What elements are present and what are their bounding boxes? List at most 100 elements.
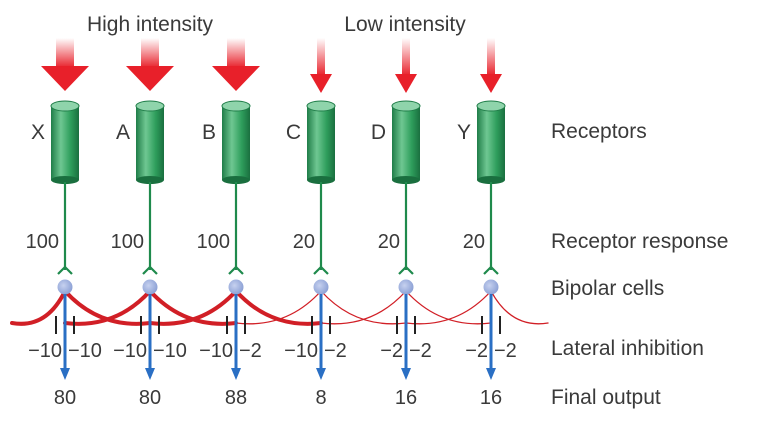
inhibition-left-value: −10 <box>113 340 147 362</box>
arrow-shaft <box>227 38 245 68</box>
receptor-top <box>476 100 506 112</box>
synapse-icon <box>313 265 329 275</box>
arrow-head <box>310 74 332 93</box>
receptor-bottom <box>477 176 505 184</box>
arrow-head <box>41 66 89 91</box>
arrow-head <box>212 66 260 91</box>
stimulus-arrow-icon <box>41 38 89 91</box>
synapse-icon <box>57 265 73 275</box>
lateral-inhibition-connections <box>10 289 549 326</box>
bipolar-cell-icon <box>398 279 414 295</box>
arrow-shaft <box>402 38 410 76</box>
inhibition-arc-right <box>490 290 549 325</box>
receptor-response-value: 20 <box>293 231 315 253</box>
inhibition-left-value: −10 <box>28 340 62 362</box>
inhibition-left-value: −2 <box>380 340 403 362</box>
inhibition-arc-left <box>148 289 238 326</box>
receptor-bottom <box>392 176 420 184</box>
arrow-shaft <box>56 38 74 68</box>
receptor-top <box>135 100 165 112</box>
final-output-value: 16 <box>480 387 502 409</box>
inhibition-right-value: −2 <box>409 340 432 362</box>
receptor-response-value: 100 <box>26 231 59 253</box>
row-label-receptors: Receptors <box>551 120 647 143</box>
inhibition-right-value: −2 <box>494 340 517 362</box>
row-label-bipolar-cells: Bipolar cells <box>551 277 664 300</box>
receptor-label: C <box>286 121 301 144</box>
receptor-columns: X100−10−1080A100−10−1080B100−10−288C20−1… <box>26 38 517 409</box>
receptor-icon <box>135 100 165 184</box>
inhibition-left-value: −10 <box>199 340 233 362</box>
synapse-icon <box>142 265 158 275</box>
receptor-label: B <box>202 121 216 144</box>
receptor-body <box>51 106 79 180</box>
final-output-value: 80 <box>139 387 161 409</box>
receptor-bottom <box>51 176 79 184</box>
bipolar-cell-icon <box>57 279 73 295</box>
synapse-icon <box>398 265 414 275</box>
receptor-response-value: 100 <box>197 231 230 253</box>
receptor-body <box>477 106 505 180</box>
inhibition-arc-left <box>405 290 492 325</box>
inhibition-arc-right <box>148 289 238 326</box>
output-arrow-icon <box>145 368 155 380</box>
receptor-top <box>306 100 336 112</box>
output-arrow-icon <box>486 368 496 380</box>
high-intensity-label: High intensity <box>87 13 214 36</box>
receptor-label: Y <box>457 121 471 144</box>
receptor-icon <box>476 100 506 184</box>
final-output-value: 16 <box>395 387 417 409</box>
receptor-top <box>391 100 421 112</box>
receptor-response-value: 100 <box>111 231 144 253</box>
inhibition-left-value: −2 <box>465 340 488 362</box>
synapse-icon <box>483 265 499 275</box>
inhibition-right-value: −10 <box>153 340 187 362</box>
receptor-top <box>221 100 251 112</box>
stimulus-arrow-icon <box>212 38 260 91</box>
receptor-body <box>307 106 335 180</box>
bipolar-cell-icon <box>228 279 244 295</box>
stimulus-arrow-icon <box>310 38 332 93</box>
row-label-receptor-response: Receptor response <box>551 230 728 253</box>
receptor-response-value: 20 <box>463 231 485 253</box>
stimulus-arrow-icon <box>480 38 502 93</box>
synapse-icon <box>228 265 244 275</box>
arrow-head <box>126 66 174 91</box>
receptor-label: A <box>116 121 130 144</box>
receptor-body <box>392 106 420 180</box>
inhibition-arc-left <box>235 290 322 325</box>
output-arrow-icon <box>316 368 326 380</box>
receptor-label: X <box>31 121 45 144</box>
row-label-final-output: Final output <box>551 386 661 409</box>
receptor-bottom <box>307 176 335 184</box>
inhibition-right-value: −10 <box>68 340 102 362</box>
arrow-shaft <box>487 38 495 76</box>
inhibition-arc-left <box>320 290 407 325</box>
receptor-icon <box>221 100 251 184</box>
column-d: D20−2−216 <box>371 38 432 409</box>
output-arrow-icon <box>401 368 411 380</box>
stimulus-arrow-icon <box>395 38 417 93</box>
inhibition-right-value: −2 <box>324 340 347 362</box>
column-c: C20−10−28 <box>284 38 347 409</box>
receptor-top <box>50 100 80 112</box>
output-arrow-icon <box>231 368 241 380</box>
column-a: A 100 −10 −10 80 <box>111 38 187 409</box>
arrow-shaft <box>141 38 159 68</box>
receptor-label: D <box>371 121 386 144</box>
inhibition-right-value: −2 <box>239 340 262 362</box>
bipolar-cell-icon <box>142 279 158 295</box>
receptor-body <box>222 106 250 180</box>
arrow-shaft <box>317 38 325 76</box>
receptor-icon <box>306 100 336 184</box>
column-b: B 100 −10 −2 88 <box>197 38 262 409</box>
bipolar-cell-icon <box>483 279 499 295</box>
stimulus-arrow-icon <box>126 38 174 91</box>
receptor-body <box>136 106 164 180</box>
final-output-value: 88 <box>225 387 247 409</box>
low-intensity-label: Low intensity <box>344 13 466 36</box>
inhibition-left-value: −10 <box>284 340 318 362</box>
row-label-lateral-inhibition: Lateral inhibition <box>551 337 704 360</box>
